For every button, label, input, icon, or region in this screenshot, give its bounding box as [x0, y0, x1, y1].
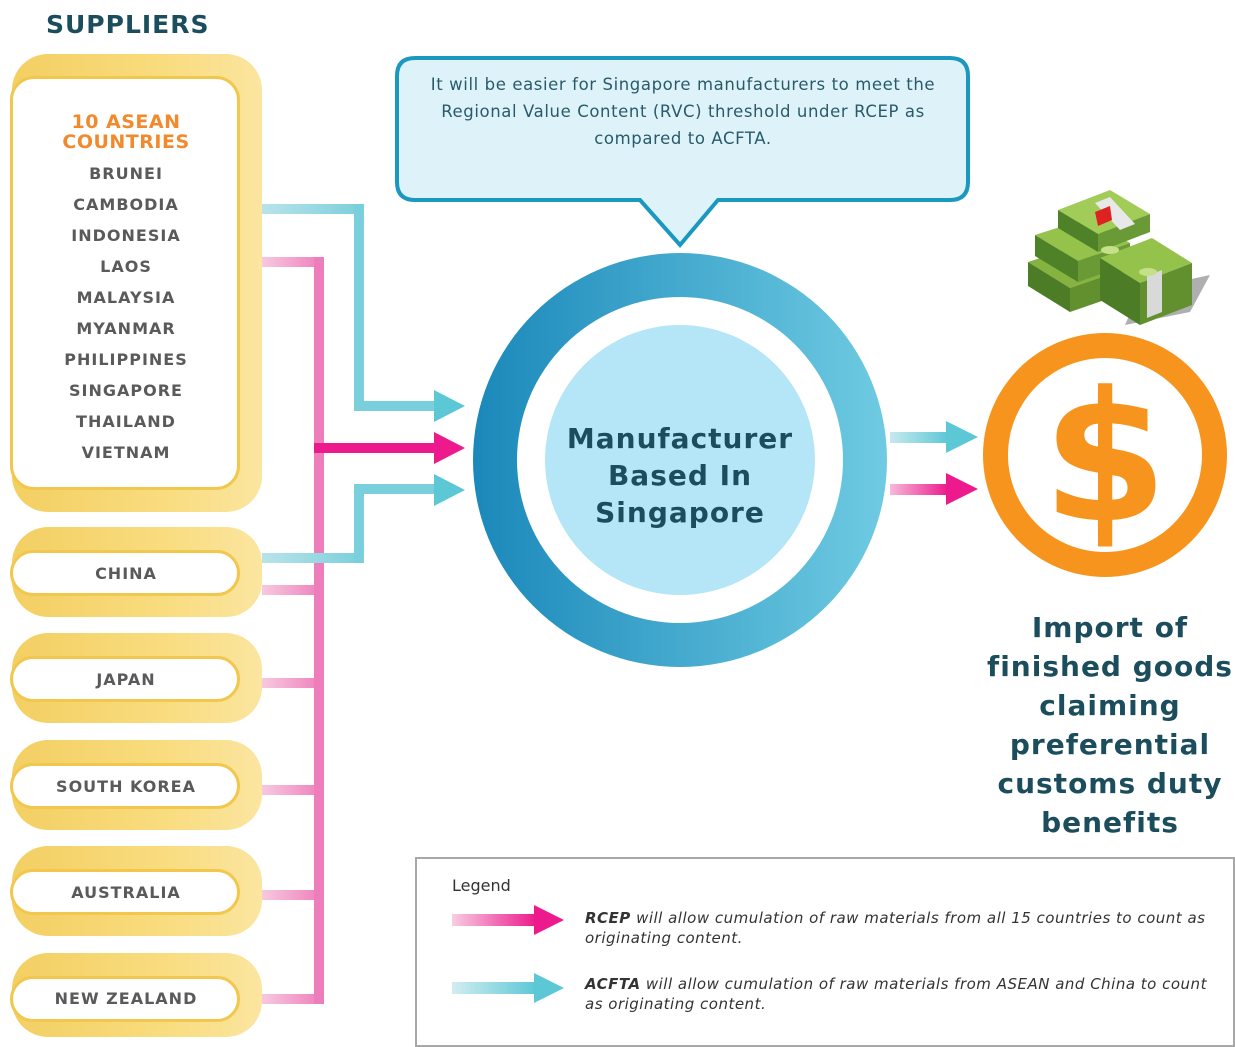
supplier-south-korea: SOUTH KOREA	[56, 777, 196, 796]
legend-box	[415, 857, 1235, 1047]
australia-box	[10, 869, 240, 915]
south-korea-box	[10, 763, 240, 809]
country-thailand: THAILAND	[76, 412, 176, 431]
new-zealand-box	[10, 976, 240, 1022]
country-brunei: BRUNEI	[89, 164, 163, 183]
supplier-china: CHINA	[95, 564, 157, 583]
japan-box	[10, 656, 240, 702]
manufacturer-label: Manufacturer Based In Singapore	[566, 422, 794, 529]
country-singapore: SINGAPORE	[69, 381, 183, 400]
legend-rcep-description: will allow cumulation of raw materials f…	[585, 909, 1206, 947]
country-philippines: PHILIPPINES	[64, 350, 188, 369]
asean-heading: 10 ASEAN COUNTRIES	[62, 111, 190, 153]
callout-bubble	[395, 56, 970, 249]
legend-title: Legend	[452, 876, 511, 895]
country-vietnam: VIETNAM	[81, 443, 171, 462]
china-box	[10, 550, 240, 596]
callout-text: It will be easier for Singapore manufact…	[430, 75, 936, 148]
suppliers-title: SUPPLIERS	[46, 10, 210, 39]
rcep-connectors	[262, 257, 465, 1004]
legend-acfta-description: will allow cumulation of raw materials f…	[585, 975, 1207, 1013]
money-stack-icon	[1028, 190, 1210, 325]
legend-rcep-term: RCEP	[585, 909, 631, 927]
rcep-arrow-to-manufacturer	[434, 432, 465, 464]
svg-text:$: $	[1042, 354, 1167, 563]
country-indonesia: INDONESIA	[71, 226, 181, 245]
country-laos: LAOS	[100, 257, 152, 276]
supplier-japan: JAPAN	[96, 670, 156, 689]
asean-box	[10, 76, 240, 490]
legend-acfta-arrow-icon	[452, 973, 564, 1003]
country-myanmar: MYANMAR	[76, 319, 176, 338]
acfta-connectors	[262, 204, 465, 563]
manufacturer-circle	[473, 253, 887, 667]
legend-acfta-text: ACFTA will allow cumulation of raw mater…	[585, 974, 1225, 1014]
legend-rcep-text: RCEP will allow cumulation of raw materi…	[585, 908, 1225, 948]
acfta-arrow-bottom	[434, 474, 465, 506]
legend-acfta-term: ACFTA	[585, 975, 641, 993]
legend-rcep-arrow-icon	[452, 905, 564, 935]
country-cambodia: CAMBODIA	[73, 195, 179, 214]
country-malaysia: MALAYSIA	[76, 288, 176, 307]
acfta-arrow-top	[434, 390, 465, 422]
output-arrows	[890, 421, 978, 505]
dollar-coin-icon: $	[983, 333, 1227, 577]
supplier-australia: AUSTRALIA	[71, 883, 181, 902]
supplier-new-zealand: NEW ZEALAND	[54, 989, 198, 1008]
import-label: Import of finished goods claiming prefer…	[987, 611, 1233, 839]
